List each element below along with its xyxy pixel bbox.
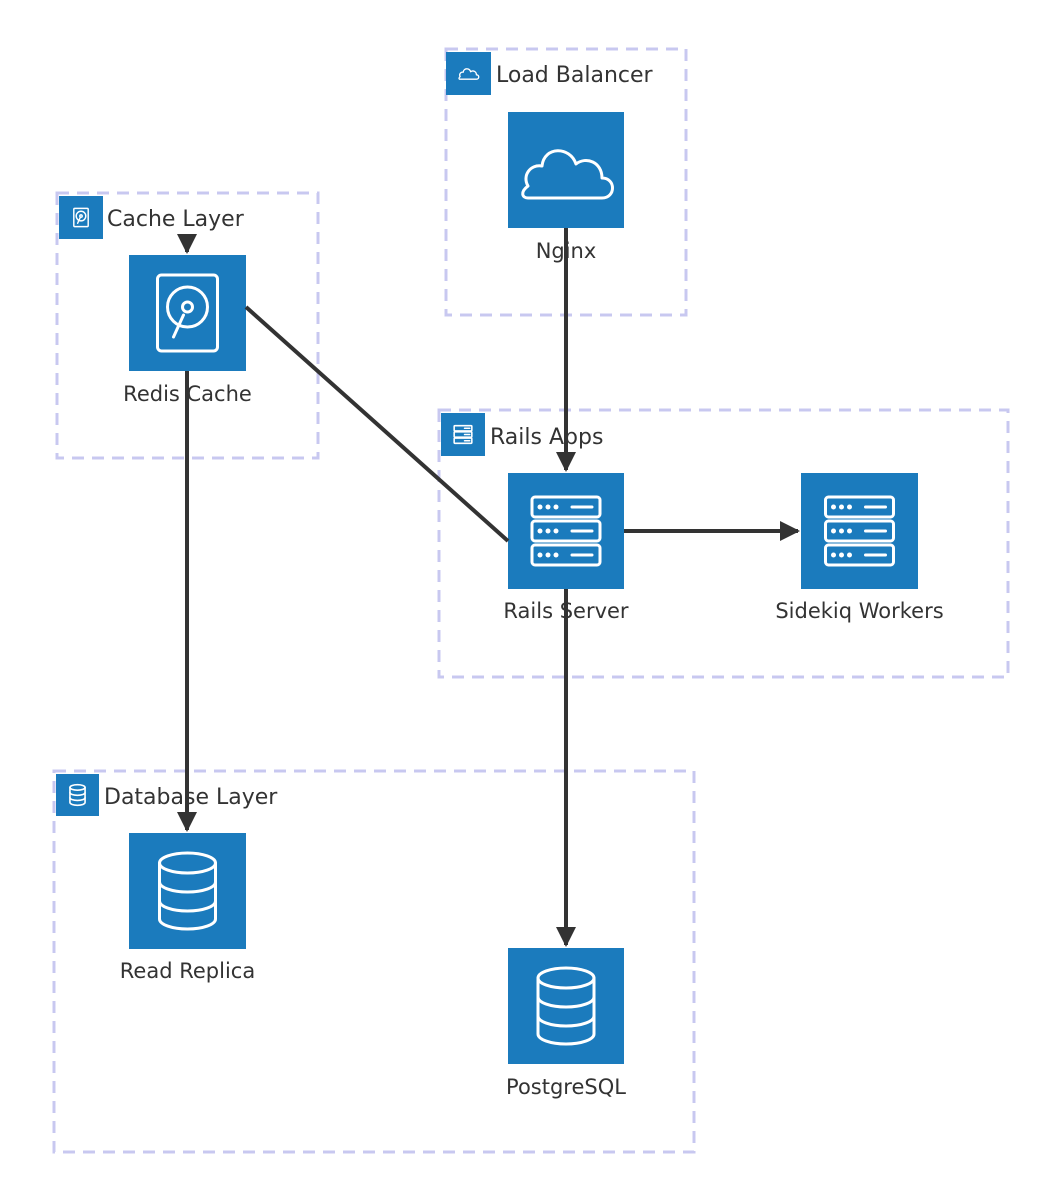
cache-layer-badge	[59, 196, 103, 239]
database-layer-group	[52, 769, 696, 1154]
rails-server-node[interactable]	[508, 473, 624, 589]
read-replica-node[interactable]	[129, 833, 246, 949]
rails-server-label: Rails Server	[503, 599, 629, 623]
redis-cache-node[interactable]	[129, 255, 246, 371]
nginx-node[interactable]	[508, 112, 624, 228]
cache-layer-group	[55, 191, 320, 460]
cache-layer-group-label: Cache Layer	[107, 207, 245, 232]
rails-apps-badge	[441, 413, 485, 456]
sidekiq-workers-label: Sidekiq Workers	[775, 599, 943, 623]
sidekiq-workers-node[interactable]	[801, 473, 918, 589]
nginx-label: Nginx	[536, 239, 597, 263]
server-dots	[537, 504, 852, 558]
edge-rails-server-to-redis	[187, 240, 510, 543]
load-balancer-group-label: Load Balancer	[496, 63, 654, 88]
read-replica-label: Read Replica	[120, 959, 255, 983]
redis-cache-label: Redis Cache	[123, 382, 252, 406]
rails-apps-group	[437, 408, 1010, 679]
database-layer-group-label: Database Layer	[104, 785, 278, 810]
postgresql-node[interactable]	[508, 948, 624, 1064]
load-balancer-badge	[446, 52, 491, 95]
postgresql-label: PostgreSQL	[506, 1075, 626, 1099]
database-layer-badge	[56, 774, 99, 816]
rails-apps-group-label: Rails Apps	[490, 425, 603, 450]
